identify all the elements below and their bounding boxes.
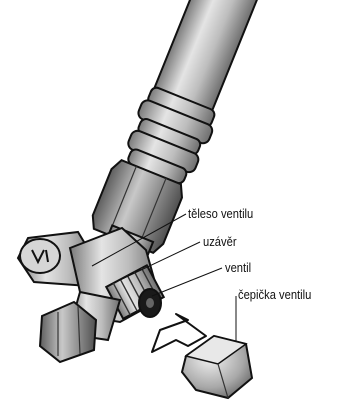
valve-cap <box>182 336 252 398</box>
leader-valve <box>152 268 222 296</box>
label-valve: ventil <box>225 260 251 275</box>
label-valve-body: těleso ventilu <box>188 206 253 221</box>
lower-leg <box>40 292 120 362</box>
label-closure: uzávěr <box>203 234 237 249</box>
label-valve-cap: čepička ventilu <box>238 287 311 302</box>
